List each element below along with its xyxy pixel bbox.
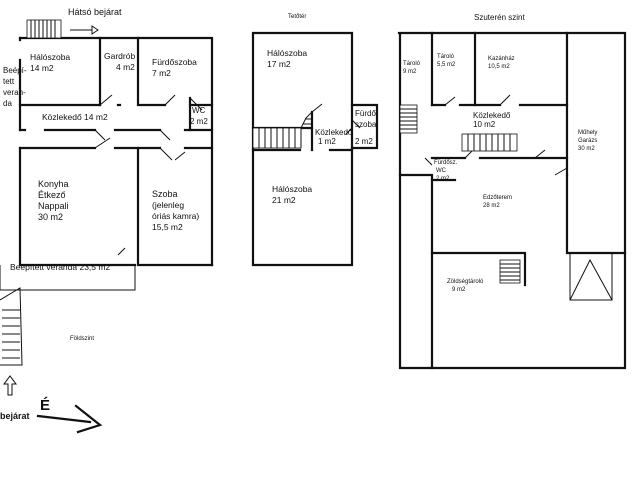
kitchen-line1: Konyha: [38, 179, 69, 189]
veranda-left-line2: tett: [3, 77, 15, 86]
attic-bath-name2: szoba: [355, 120, 377, 129]
back-entrance-label: Hátsó bejárat: [68, 7, 122, 17]
attic-bedroom-top-name: Hálószoba: [267, 48, 307, 58]
basement-bath-line1: Fürdősz.: [434, 160, 458, 166]
veranda-left-line1: Beépí-: [3, 66, 27, 75]
bathroom-area: 7 m2: [152, 68, 171, 78]
basement-bath-line2: WC: [436, 168, 447, 174]
storage1-name: Tároló: [403, 61, 421, 67]
basement-stairs-2: [461, 133, 518, 152]
attic-corridor-area: 1 m2: [318, 137, 336, 146]
front-entrance-label: bejárat: [0, 411, 30, 421]
attic-stairs: [252, 111, 313, 149]
basement-corridor-name: Közlekedő: [473, 111, 511, 120]
back-stairs: [26, 19, 62, 39]
bedroom-name: Hálószoba: [30, 52, 70, 62]
wc-area: 2 m2: [190, 117, 208, 126]
attic-plan: [251, 31, 379, 267]
compass-north-label: É: [40, 397, 50, 414]
basement-stairs-1: [399, 104, 418, 134]
boiler-area: 10,5 m2: [488, 64, 510, 70]
basement-bath-line3: 2 m2: [436, 176, 450, 182]
gym-area: 28 m2: [483, 203, 500, 209]
basement-caption: Szuterén szint: [474, 13, 525, 22]
attic-bath-area: 2 m2: [355, 137, 373, 146]
back-entrance-arrow: [70, 25, 99, 35]
attic-bedroom-bottom-area: 21 m2: [272, 195, 296, 205]
attic-corridor-name: Közlekedő: [315, 128, 353, 137]
veranda-left-line3: veran-: [3, 88, 26, 97]
boiler-name: Kazánház: [488, 56, 515, 62]
compass-arrow-icon: [36, 404, 103, 434]
gym-name: Edzőterem: [483, 195, 512, 201]
room-line2: (jelenleg: [152, 200, 184, 210]
bathroom-name: Fürdőszoba: [152, 57, 197, 67]
wardrobe-area: 4 m2: [116, 62, 135, 72]
room-line4: 15,5 m2: [152, 222, 183, 232]
bedroom-area: 14 m2: [30, 63, 54, 73]
workshop-line3: 30 m2: [578, 146, 595, 152]
veranda-left-line4: da: [3, 99, 12, 108]
basement-corridor-area: 10 m2: [473, 120, 496, 129]
front-entrance-arrow: [3, 375, 17, 396]
attic-bedroom-bottom-name: Hálószoba: [272, 184, 312, 194]
ground-floor-caption: Földszint: [70, 336, 94, 342]
wardrobe-name: Gardrób: [104, 51, 135, 61]
veranda-bottom-label: Beépített veranda 23,5 m2: [10, 262, 110, 272]
basement-plan: [397, 31, 627, 370]
workshop-line1: Műhely: [578, 130, 597, 136]
room-line3: óriás kamra): [152, 211, 199, 221]
corridor-label: Közlekedő 14 m2: [42, 112, 108, 122]
kitchen-line2: Étkező: [38, 190, 66, 200]
attic-caption: Tetőtér: [288, 14, 306, 20]
workshop-line2: Garázs: [578, 138, 597, 144]
storage2-area: 5,5 m2: [437, 62, 456, 68]
wc-name: WC: [192, 106, 206, 115]
kitchen-line4: 30 m2: [38, 212, 63, 222]
front-stairs: [0, 287, 23, 366]
veg-storage-name: Zöldségtároló: [447, 279, 484, 285]
ground-floor-plan: [0, 19, 214, 434]
storage2-name: Tároló: [437, 54, 455, 60]
kitchen-line3: Nappali: [38, 201, 69, 211]
veg-storage-area: 9 m2: [452, 287, 466, 293]
storage1-area: 9 m2: [403, 69, 417, 75]
room-line1: Szoba: [152, 189, 178, 199]
attic-bedroom-top-area: 17 m2: [267, 59, 291, 69]
basement-stairs-3: [499, 259, 521, 284]
attic-bath-name1: Fürdő: [355, 109, 376, 118]
